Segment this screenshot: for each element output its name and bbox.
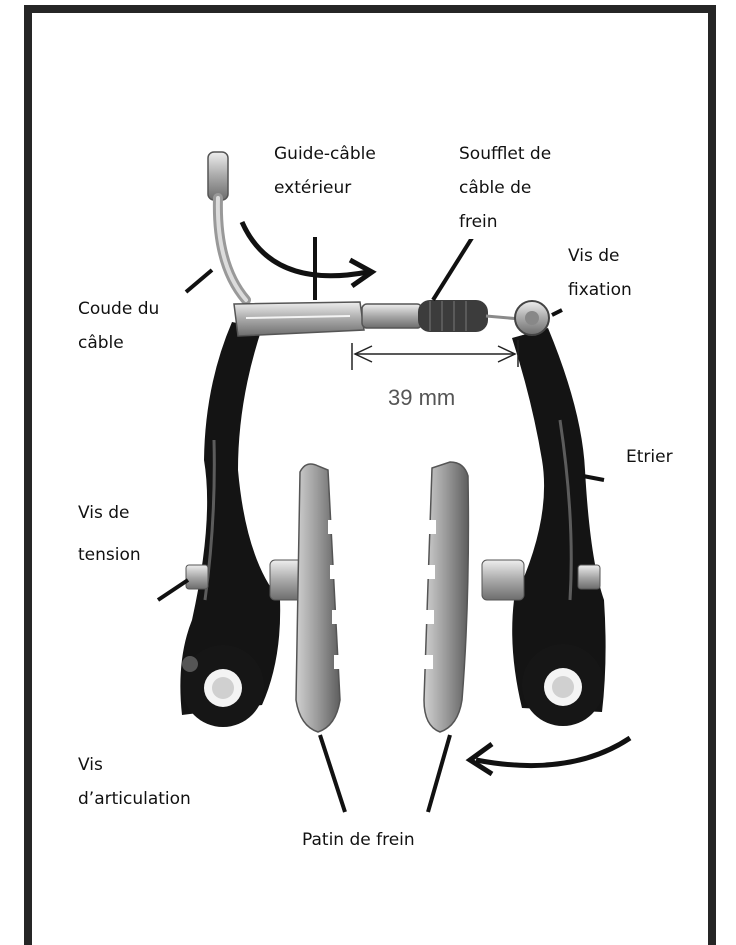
- dimension-line: [352, 340, 518, 370]
- left-tension-screw: [186, 565, 208, 589]
- right-arm: [512, 301, 606, 726]
- label-coude: Coude du câble: [74, 292, 163, 360]
- right-brake-pad: [423, 462, 468, 732]
- label-patin: Patin de frein: [298, 823, 419, 857]
- brake-cable-boot: [362, 300, 520, 332]
- right-pad-bolt: [482, 560, 524, 600]
- dimension-label: 39 mm: [388, 385, 455, 411]
- left-arm: [180, 322, 280, 727]
- label-vis-fixation: Vis de fixation: [564, 239, 636, 307]
- left-brake-pad: [296, 464, 344, 732]
- label-soufflet: Soufflet de câble de frein: [455, 137, 555, 239]
- label-vis-tension: Vis de tension: [74, 492, 145, 576]
- cable-noodle: [208, 152, 246, 300]
- label-etrier: Etrier: [622, 440, 677, 474]
- right-pivot-screw: [578, 565, 600, 589]
- label-vis-articulation: Vis d’articulation: [74, 748, 195, 816]
- label-guide-cable: Guide-câble extérieur: [270, 137, 380, 205]
- cable-guide: [234, 302, 364, 336]
